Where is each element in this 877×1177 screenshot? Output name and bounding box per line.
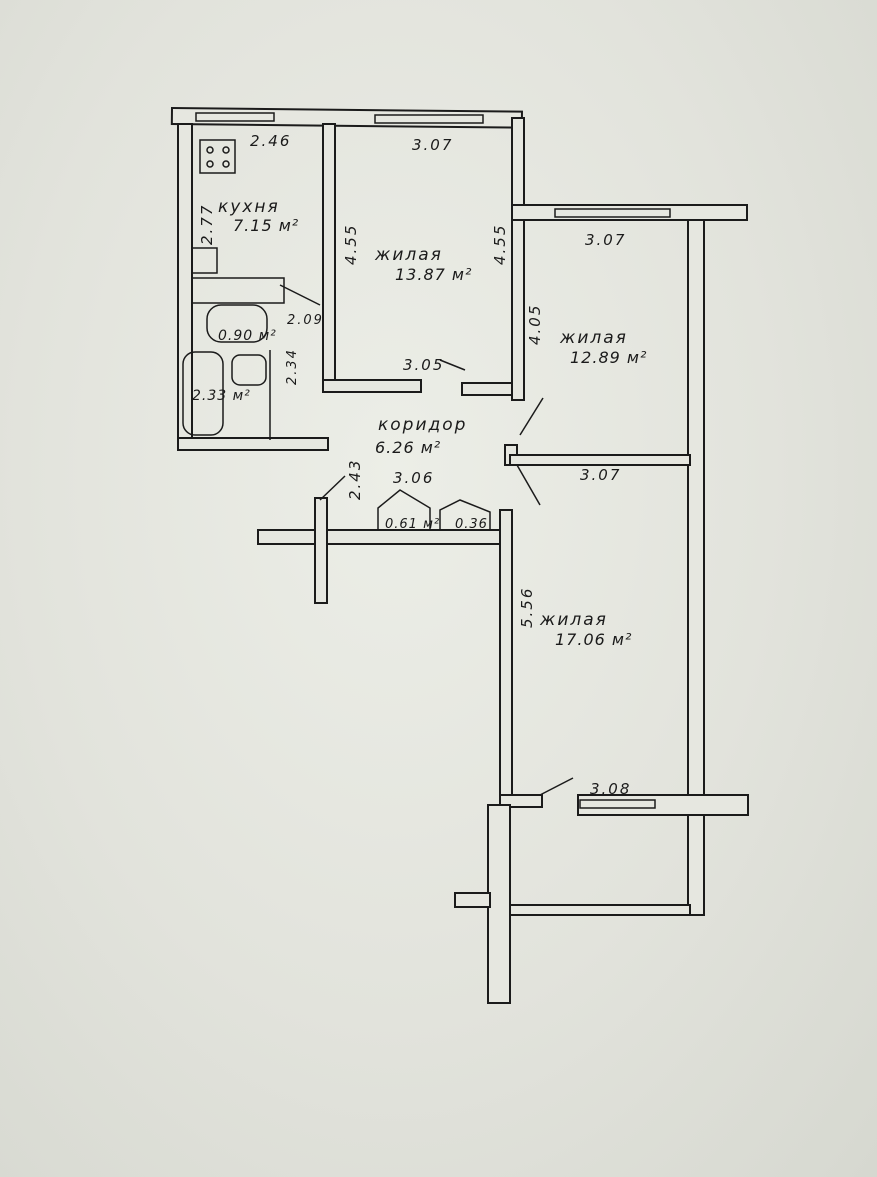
toilet-icon: [206, 304, 268, 343]
kitchen-area: 7.15 м²: [233, 216, 299, 235]
room3-area: 17.06 м²: [555, 630, 632, 649]
kitchen-label: кухня: [218, 197, 280, 217]
room3-window: [579, 799, 656, 809]
bathroom-dim: 2.34: [285, 348, 300, 385]
stove-icon: [199, 139, 236, 174]
toilet-area: 0.90 м²: [218, 328, 277, 344]
room1-top: 3.07: [412, 136, 453, 154]
fixtures: [182, 139, 574, 796]
room2-top: 3.07: [585, 231, 626, 249]
room1-window: [374, 114, 484, 124]
bathroom-area: 2.33 м²: [192, 388, 251, 404]
room2-label: жилая: [559, 328, 628, 348]
sink-icon: [191, 247, 218, 274]
bathtub-icon: [182, 351, 224, 436]
washbasin-icon: [231, 354, 267, 386]
kitchen-depth: 2.77: [198, 204, 216, 245]
room3-bottom: 3.08: [590, 780, 631, 798]
walls: [170, 106, 749, 1004]
room3-label: жилая: [539, 610, 608, 630]
closet2-area: 0.36: [455, 517, 488, 532]
corridor-width: 3.06: [393, 469, 434, 487]
room2-area: 12.89 м²: [570, 348, 647, 367]
kitchen-window: [195, 112, 275, 122]
room1-left: 4.55: [342, 224, 360, 265]
room3-top: 3.07: [580, 466, 621, 484]
corridor-area: 6.26 м²: [375, 438, 441, 457]
toilet-dim: 2.09: [287, 313, 324, 328]
kitchen-width: 2.46: [250, 132, 291, 150]
room3-left: 5.56: [518, 587, 536, 628]
corridor-depth: 2.43: [346, 459, 364, 500]
room1-area: 13.87 м²: [395, 265, 472, 284]
room1-right: 4.55: [491, 224, 509, 265]
corridor-label: коридор: [378, 415, 467, 435]
room1-label: жилая: [374, 245, 443, 265]
room2-window: [554, 208, 671, 218]
closet1-area: 0.61 м²: [385, 517, 440, 532]
room1-bottom: 3.05: [403, 356, 444, 374]
room2-left: 4.05: [526, 304, 544, 345]
